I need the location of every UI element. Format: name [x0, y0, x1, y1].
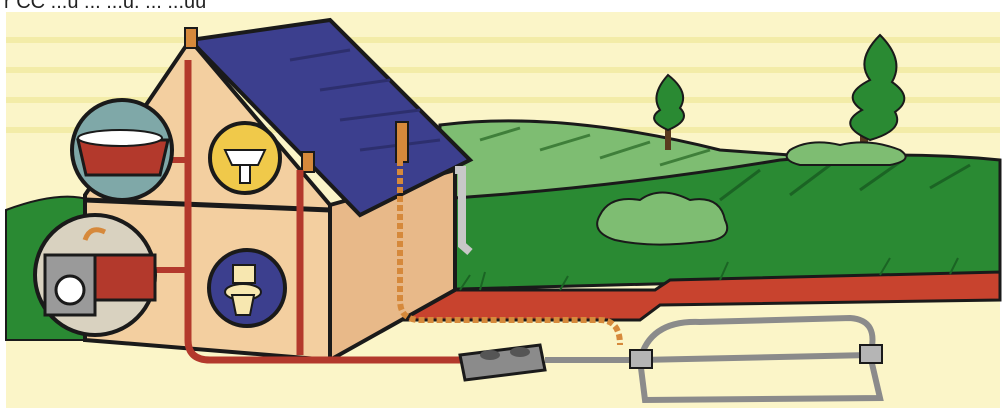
vent-pipe: [302, 152, 314, 172]
sink-icon: [210, 123, 280, 193]
distribution-box: [860, 345, 882, 363]
washing-machine-icon: [35, 215, 155, 335]
top-caption: r CC ...u ... ...u. ... ...uu: [4, 0, 206, 14]
bush-icon: [597, 193, 727, 245]
toilet-icon: [209, 250, 285, 326]
vent-pipe: [396, 122, 408, 162]
distribution-box: [630, 350, 652, 368]
bathtub-icon: [72, 100, 172, 200]
vent-pipe: [185, 28, 197, 48]
bush-icon: [787, 142, 906, 165]
